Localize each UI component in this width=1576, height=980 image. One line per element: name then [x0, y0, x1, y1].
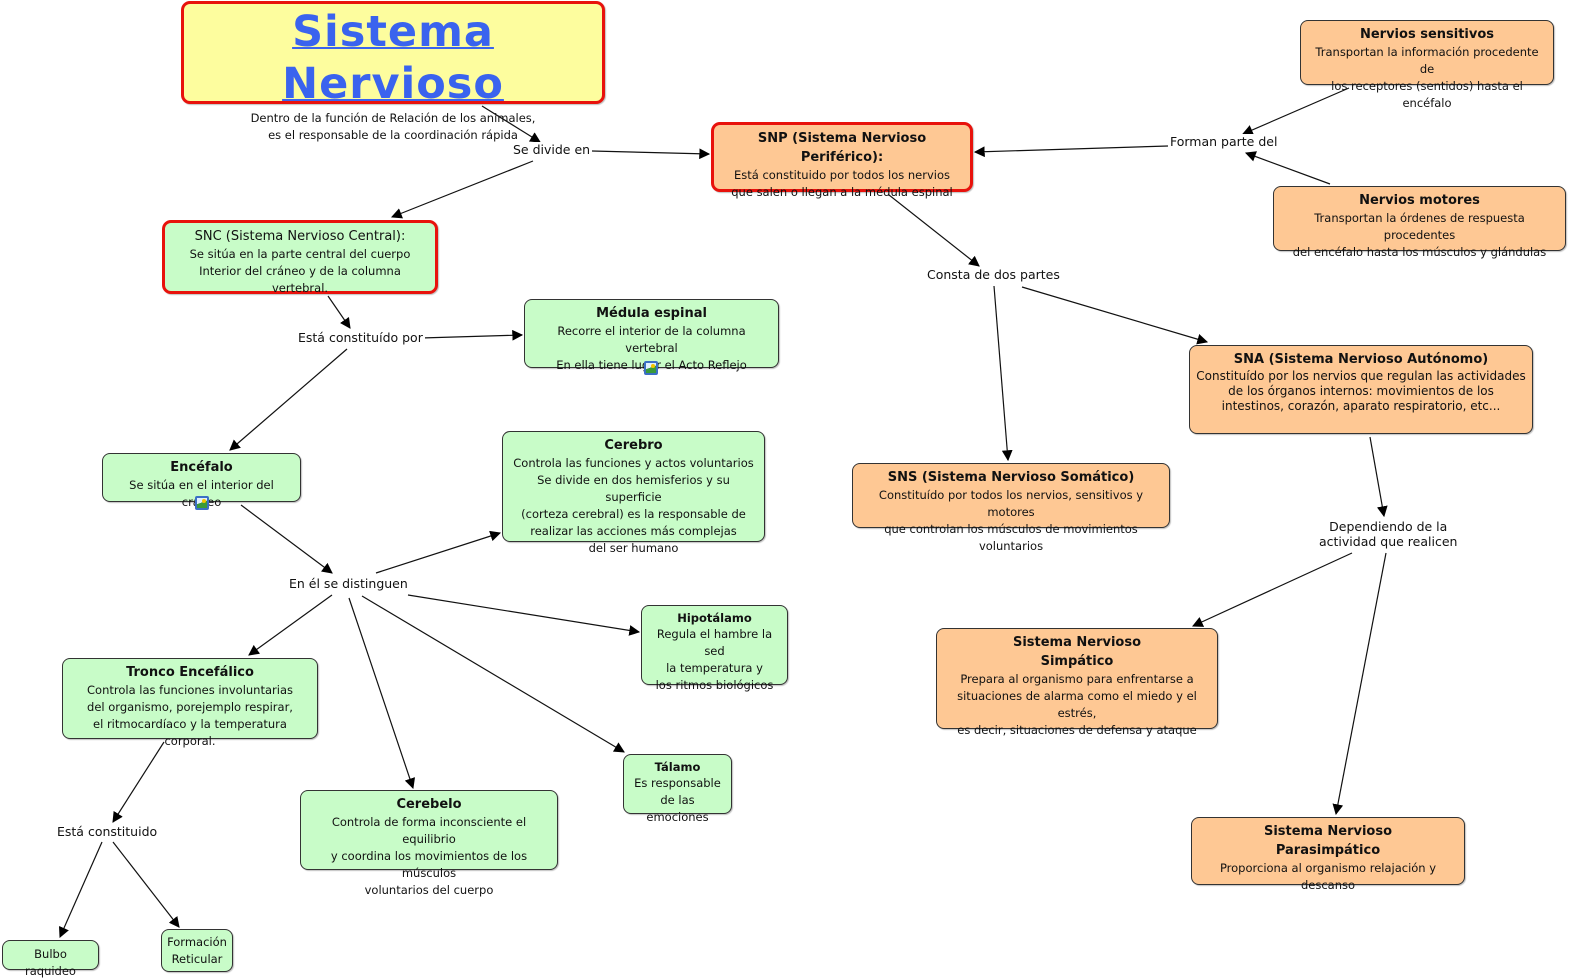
node-snc-desc: Se sitúa en la parte central del cuerpo …: [189, 247, 411, 295]
node-bulbo-raquideo[interactable]: Bulbo raquideo: [2, 940, 99, 978]
node-sna-title: SNA (Sistema Nervioso Autónomo): [1233, 352, 1489, 367]
node-parasimpatico-desc: Proporciona al organismo relajación y de…: [1219, 861, 1437, 892]
node-talamo-desc: Es responsable de las emociones: [634, 776, 721, 824]
link-esta-constituido-por: Está constituído por: [296, 330, 425, 345]
title-description: Dentro de la función de Relación de los …: [250, 111, 536, 142]
connector-motores-to-forman: [1244, 151, 1331, 185]
connector-sedivide-to-snp: [591, 148, 711, 160]
node-nervios-sensitivos-desc: Transportan la información procedente de…: [1315, 45, 1539, 110]
connector-tronco-to-estaconst: [112, 741, 165, 823]
connector-sna-to-dependiendo: [1369, 436, 1388, 518]
node-sns[interactable]: SNS (Sistema Nervioso Somático) Constitu…: [852, 463, 1170, 553]
node-formacion-reticular[interactable]: Formación Reticular: [161, 929, 233, 972]
node-cerebelo[interactable]: Cerebelo Controla de forma inconsciente …: [300, 790, 558, 897]
node-talamo-title: Tálamo: [654, 760, 701, 774]
connector-estaconst-to-encefalo: [229, 348, 348, 451]
connector-dependiendo-to-simpatico: [1192, 552, 1353, 627]
title-box[interactable]: Sistema Nervioso Dentro de la función de…: [181, 1, 605, 142]
node-formacion-reticular-label: Formación Reticular: [167, 935, 227, 966]
node-parasimpatico-title: Sistema Nervioso Parasimpático: [1263, 824, 1393, 858]
connector-distinguen-to-tronco: [248, 594, 333, 656]
node-bulbo-raquideo-label: Bulbo raquideo: [25, 947, 76, 978]
connector-distinguen-to-hipotalamo: [407, 594, 641, 636]
page-title: Sistema Nervioso: [282, 7, 504, 109]
node-hipotalamo-title: Hipotálamo: [677, 611, 752, 625]
connector-forman-to-snp: [973, 145, 1169, 158]
node-cerebelo-title: Cerebelo: [396, 797, 462, 812]
node-snp[interactable]: SNP (Sistema Nervioso Periférico): Está …: [711, 122, 973, 199]
connector-estaconst-to-formacion: [112, 841, 180, 928]
connector-sedivide-to-snc: [390, 160, 534, 219]
connector-distinguen-to-cerebelo: [348, 597, 416, 790]
node-sns-title: SNS (Sistema Nervioso Somático): [887, 470, 1135, 485]
connector-consta-to-sns: [993, 285, 1013, 462]
connector-snc-to-estaconst: [327, 295, 351, 329]
image-icon[interactable]: [644, 361, 658, 375]
image-icon[interactable]: [195, 496, 209, 510]
connector-dependiendo-to-parasimpatico: [1332, 552, 1387, 816]
link-consta-de-dos-partes: Consta de dos partes: [925, 267, 1062, 282]
node-sns-desc: Constituído por todos los nervios, sensi…: [878, 488, 1144, 553]
link-forman-parte-del: Forman parte del: [1168, 134, 1280, 149]
link-esta-constituido: Está constituido: [55, 824, 160, 839]
node-hipotalamo-desc: Regula el hambre la sed la temperatura y…: [655, 627, 774, 692]
node-cerebelo-desc: Controla de forma inconsciente el equili…: [330, 815, 528, 897]
link-dependiendo: Dependiendo de la actividad que realicen: [1317, 519, 1460, 549]
node-nervios-motores-title: Nervios motores: [1359, 193, 1480, 208]
node-cerebro[interactable]: Cerebro Controla las funciones y actos v…: [502, 431, 765, 555]
node-hipotalamo[interactable]: Hipotálamo Regula el hambre la sed la te…: [641, 605, 788, 692]
node-tronco-encefalico[interactable]: Tronco Encefálico Controla las funciones…: [62, 658, 318, 748]
node-simpatico-title: Sistema Nervioso Simpático: [1012, 635, 1142, 669]
link-se-divide-en: Se divide en: [511, 142, 593, 157]
node-parasimpatico[interactable]: Sistema Nervioso Parasimpático Proporcio…: [1191, 817, 1465, 892]
connector-distinguen-to-talamo: [361, 595, 625, 753]
link-en-el-se-distinguen: En él se distinguen: [287, 576, 410, 591]
node-tronco-encefalico-title: Tronco Encefálico: [126, 665, 254, 680]
node-encefalo[interactable]: Encéfalo Se sitúa en el interior del crá…: [102, 453, 301, 509]
connector-snp-to-consta: [888, 194, 980, 267]
node-nervios-motores-desc: Transportan la órdenes de respuesta proc…: [1292, 211, 1547, 259]
node-simpatico-desc: Prepara al organismo para enfrentarse a …: [957, 672, 1197, 737]
connector-estaconst-to-bulbo: [58, 841, 103, 938]
node-nervios-motores[interactable]: Nervios motores Transportan la órdenes d…: [1273, 186, 1566, 259]
node-nervios-sensitivos[interactable]: Nervios sensitivos Transportan la inform…: [1300, 20, 1554, 110]
node-cerebro-desc: Controla las funciones y actos voluntari…: [513, 456, 754, 555]
node-talamo[interactable]: Tálamo Es responsable de las emociones: [623, 754, 732, 824]
connector-consta-to-sna: [1021, 286, 1209, 345]
connector-estaconst-to-medula: [420, 329, 524, 341]
node-sna-desc: Constituído por los nervios que regulan …: [1196, 369, 1526, 413]
node-snc[interactable]: SNC (Sistema Nervioso Central): Se sitúa…: [162, 220, 438, 295]
node-nervios-sensitivos-title: Nervios sensitivos: [1359, 27, 1495, 42]
node-snc-title: SNC (Sistema Nervioso Central):: [194, 229, 406, 244]
node-encefalo-title: Encéfalo: [170, 460, 233, 475]
node-snp-desc: Está constituido por todos los nervios q…: [731, 168, 953, 199]
connector-distinguen-to-cerebro: [375, 530, 502, 574]
node-medula-espinal-title: Médula espinal: [596, 306, 707, 321]
node-snp-title: SNP (Sistema Nervioso Periférico):: [757, 131, 927, 165]
node-sna[interactable]: SNA (Sistema Nervioso Autónomo) Constitu…: [1189, 345, 1533, 434]
node-cerebro-title: Cerebro: [604, 438, 663, 453]
node-medula-espinal[interactable]: Médula espinal Recorre el interior de la…: [524, 299, 779, 372]
connector-encefalo-to-distinguen: [240, 504, 333, 574]
node-simpatico[interactable]: Sistema Nervioso Simpático Prepara al or…: [936, 628, 1218, 737]
node-tronco-encefalico-desc: Controla las funciones involuntarias del…: [87, 683, 293, 748]
